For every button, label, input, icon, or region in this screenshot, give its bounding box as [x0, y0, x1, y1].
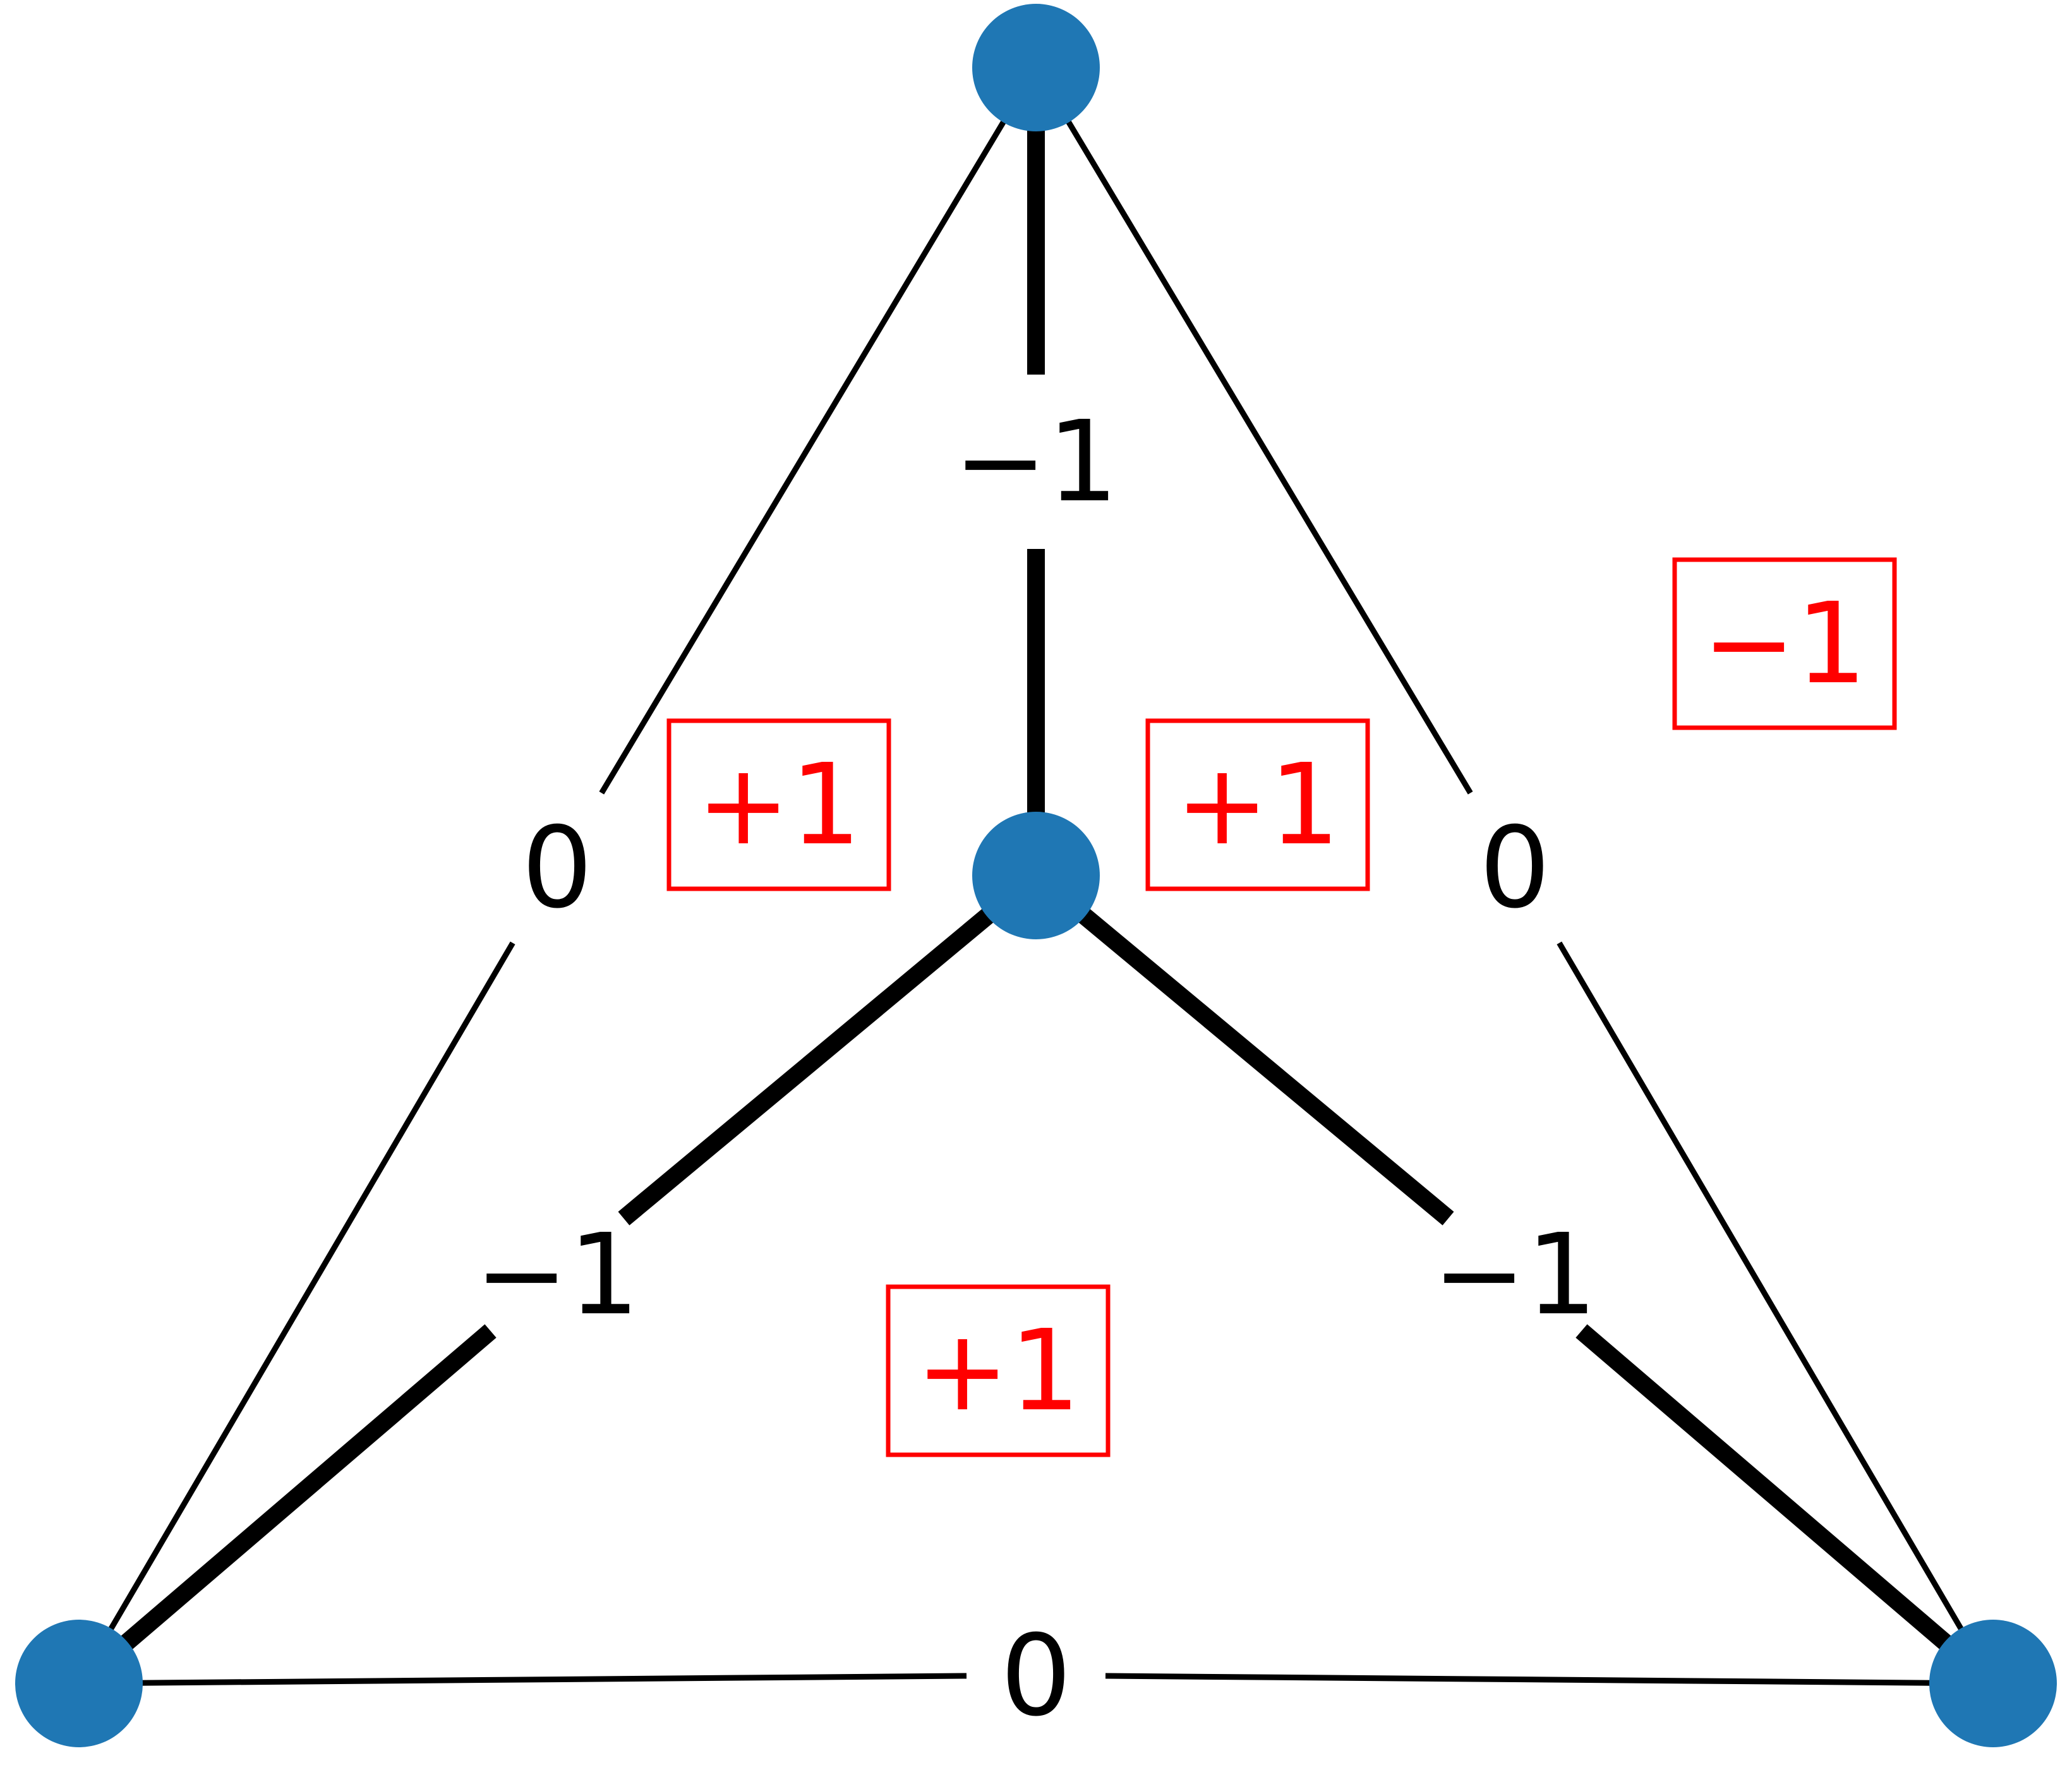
- edge-bottom-left-bottom-right-segment-b: [1105, 1673, 1994, 1687]
- face-outer-label: −1: [1702, 579, 1867, 709]
- node-center: [972, 812, 1100, 939]
- edge-center-bottom-right-segment-b: [1575, 1324, 1999, 1690]
- node-bottom-right: [1929, 1620, 2057, 1747]
- node-bottom-left: [15, 1620, 143, 1747]
- edge-center-bottom-left-segment-a: [618, 869, 1042, 1225]
- edge-center-bottom-right-segment-a: [1030, 869, 1454, 1225]
- edge-label-center-bottom-left: −1: [475, 1210, 640, 1340]
- face-outer-box: [1672, 557, 1897, 730]
- edges: [73, 66, 1999, 1690]
- face-bottom-label: +1: [916, 1306, 1081, 1436]
- nodes: [15, 4, 2057, 1747]
- face-left-box: [666, 718, 891, 891]
- edge-top-bottom-left-segment-a: [599, 66, 1039, 795]
- edge-label-top-bottom-left: 0: [522, 803, 593, 933]
- face-left-label: +1: [697, 740, 862, 870]
- face-bottom-box: [886, 1284, 1111, 1457]
- edge-top-bottom-left-segment-b: [76, 941, 515, 1685]
- edge-label-bottom-left-bottom-right: 0: [1001, 1611, 1072, 1741]
- node-top: [972, 4, 1100, 131]
- face-right-label: +1: [1176, 740, 1340, 870]
- edge-bottom-left-bottom-right-segment-a: [78, 1673, 967, 1687]
- edge-top-bottom-right-segment-a: [1033, 66, 1473, 795]
- edge-label-center-bottom-right: −1: [1433, 1210, 1598, 1340]
- edge-label-top-center: −1: [954, 397, 1119, 527]
- edge-label-top-bottom-right: 0: [1479, 803, 1551, 933]
- edge-center-bottom-left-segment-b: [73, 1324, 497, 1690]
- edge-top-bottom-right-segment-b: [1557, 941, 1996, 1685]
- edge-labels: −1 −1 −1 0 0 0: [475, 397, 1598, 1741]
- face-labels: +1 +1 +1 −1: [666, 557, 1897, 1457]
- face-right-box: [1145, 718, 1370, 891]
